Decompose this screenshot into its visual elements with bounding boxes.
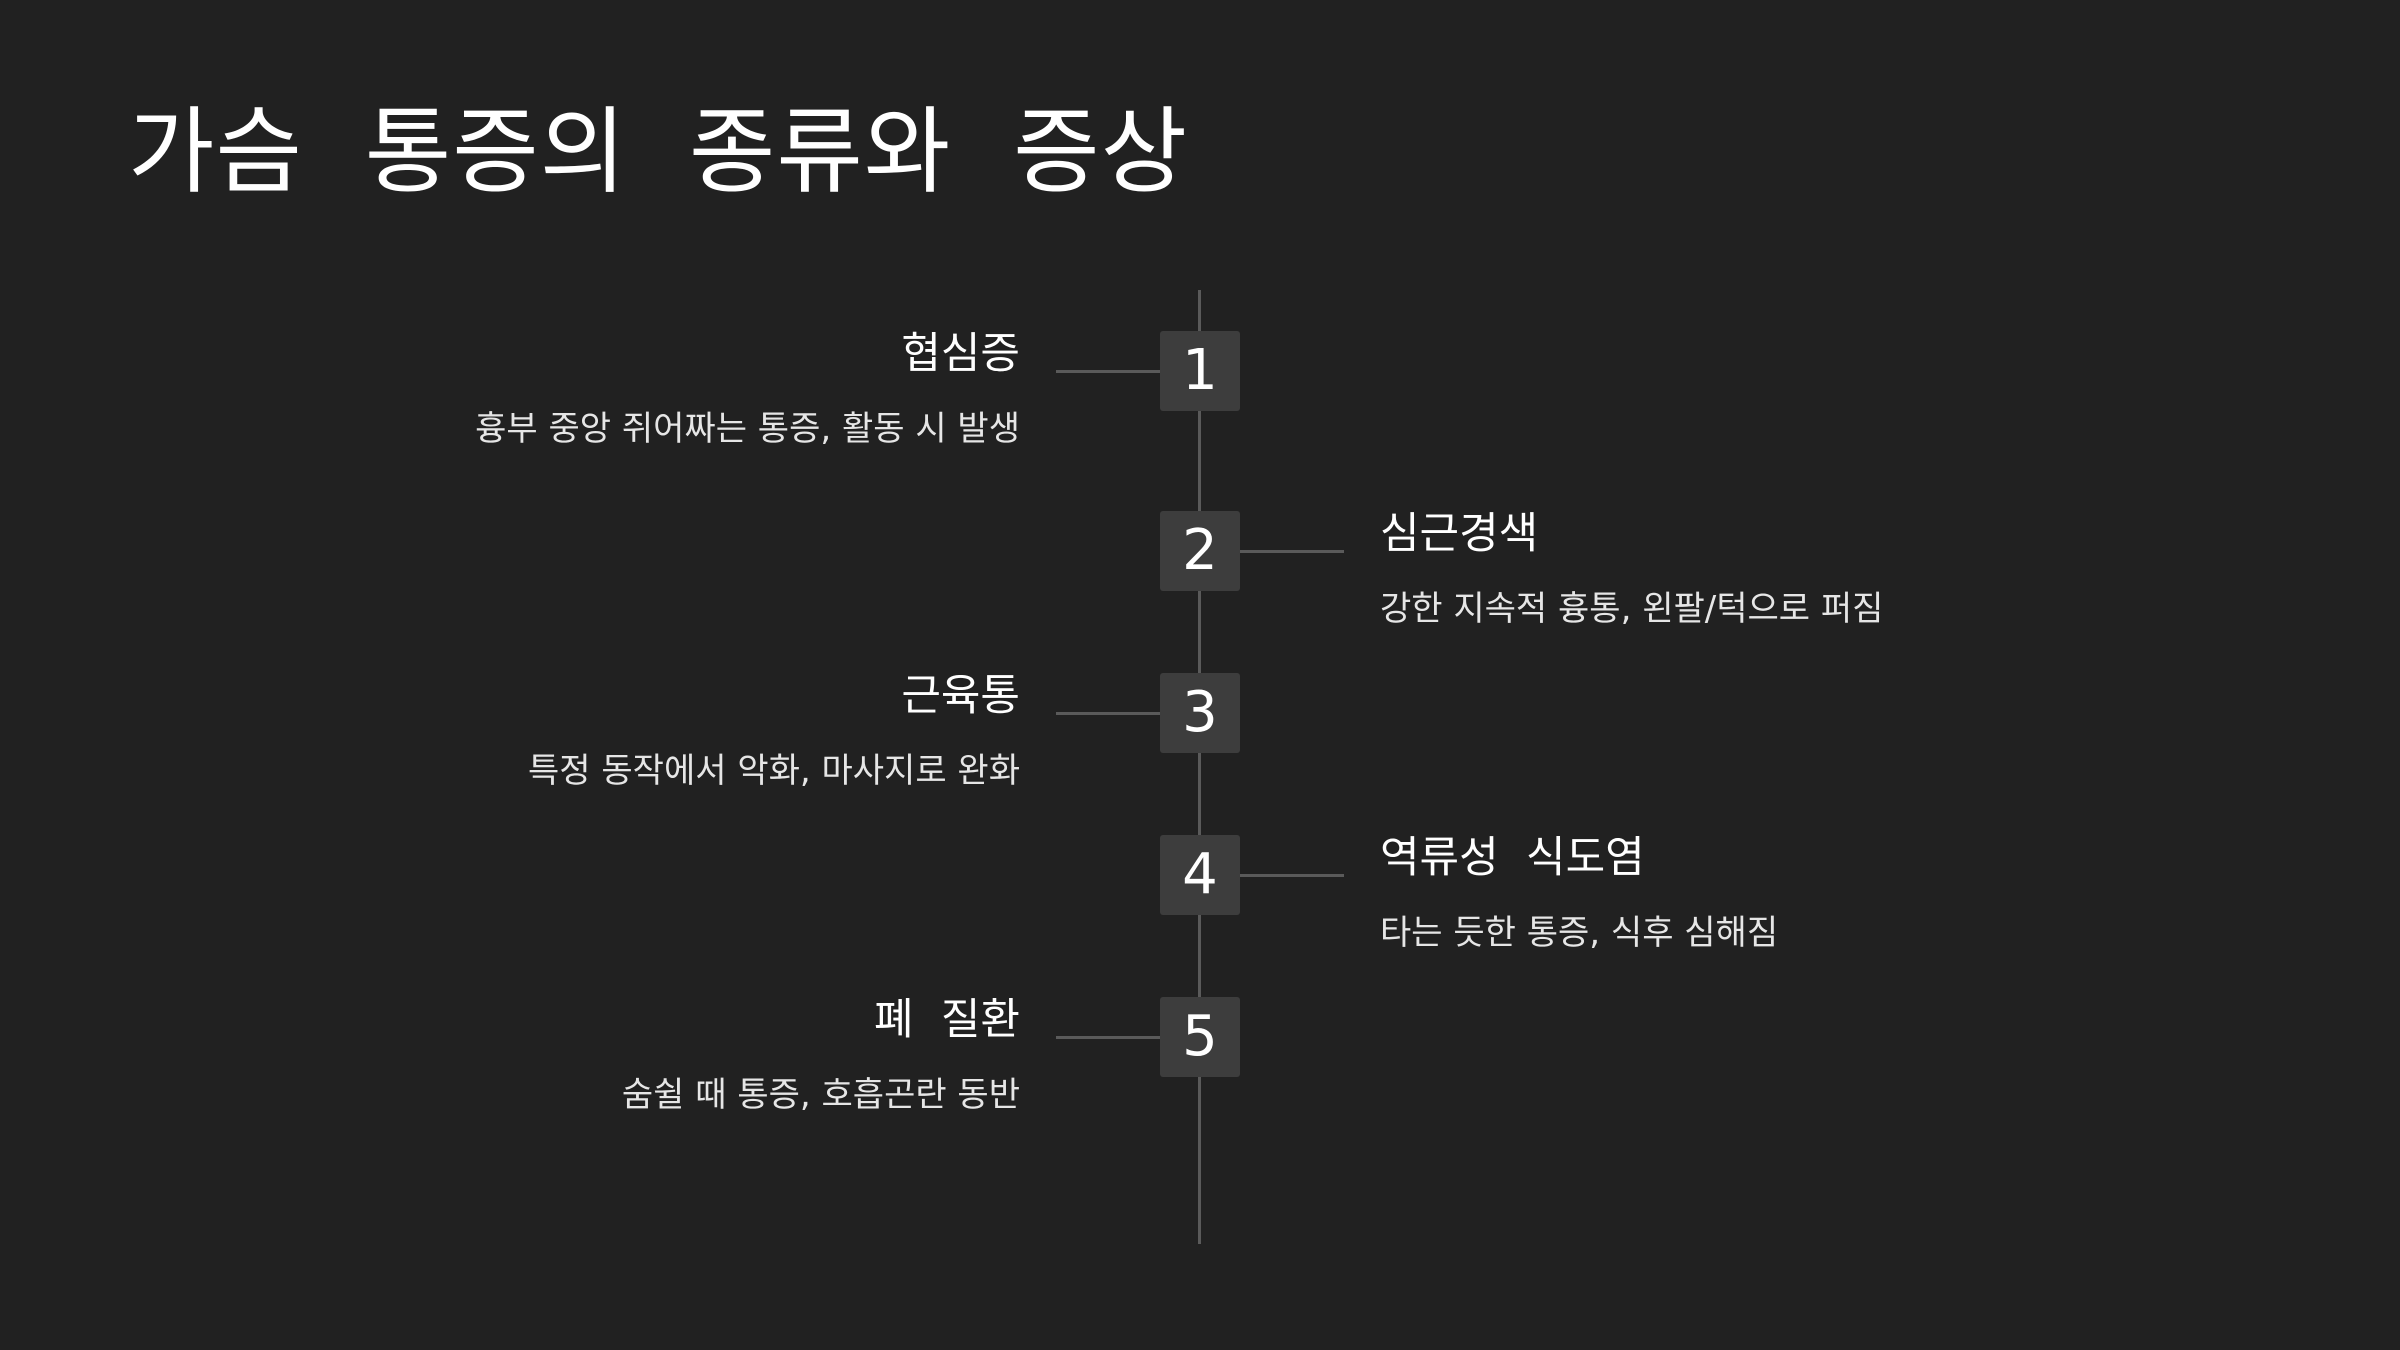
step-description-3: 특정 동작에서 악화, 마사지로 완화 — [528, 751, 1020, 791]
step-number-box-4: 4 — [1160, 835, 1240, 915]
step-number-box-1: 1 — [1160, 331, 1240, 411]
step-number-box-3: 3 — [1160, 673, 1240, 753]
page-title: 가슴 통증의 종류와 증상 — [128, 98, 1189, 207]
timeline-axis — [1198, 290, 1201, 1244]
step-description-2: 강한 지속적 흉통, 왼팔/턱으로 퍼짐 — [1380, 589, 1884, 629]
connector-3 — [1056, 712, 1160, 715]
connector-2 — [1240, 550, 1344, 553]
step-title-3: 근육통 — [901, 671, 1020, 721]
step-title-5: 폐 질환 — [873, 995, 1020, 1045]
step-title-1: 협심증 — [901, 329, 1020, 379]
step-description-4: 타는 듯한 통증, 식후 심해짐 — [1380, 913, 1779, 953]
connector-4 — [1240, 874, 1344, 877]
step-title-2: 심근경색 — [1380, 509, 1539, 559]
connector-5 — [1056, 1036, 1160, 1039]
step-number-box-5: 5 — [1160, 997, 1240, 1077]
step-number-box-2: 2 — [1160, 511, 1240, 591]
step-description-5: 숨쉴 때 통증, 호흡곤란 동반 — [621, 1075, 1020, 1115]
step-title-4: 역류성 식도염 — [1380, 833, 1645, 883]
connector-1 — [1056, 370, 1160, 373]
step-description-1: 흉부 중앙 쥐어짜는 통증, 활동 시 발생 — [475, 409, 1020, 449]
